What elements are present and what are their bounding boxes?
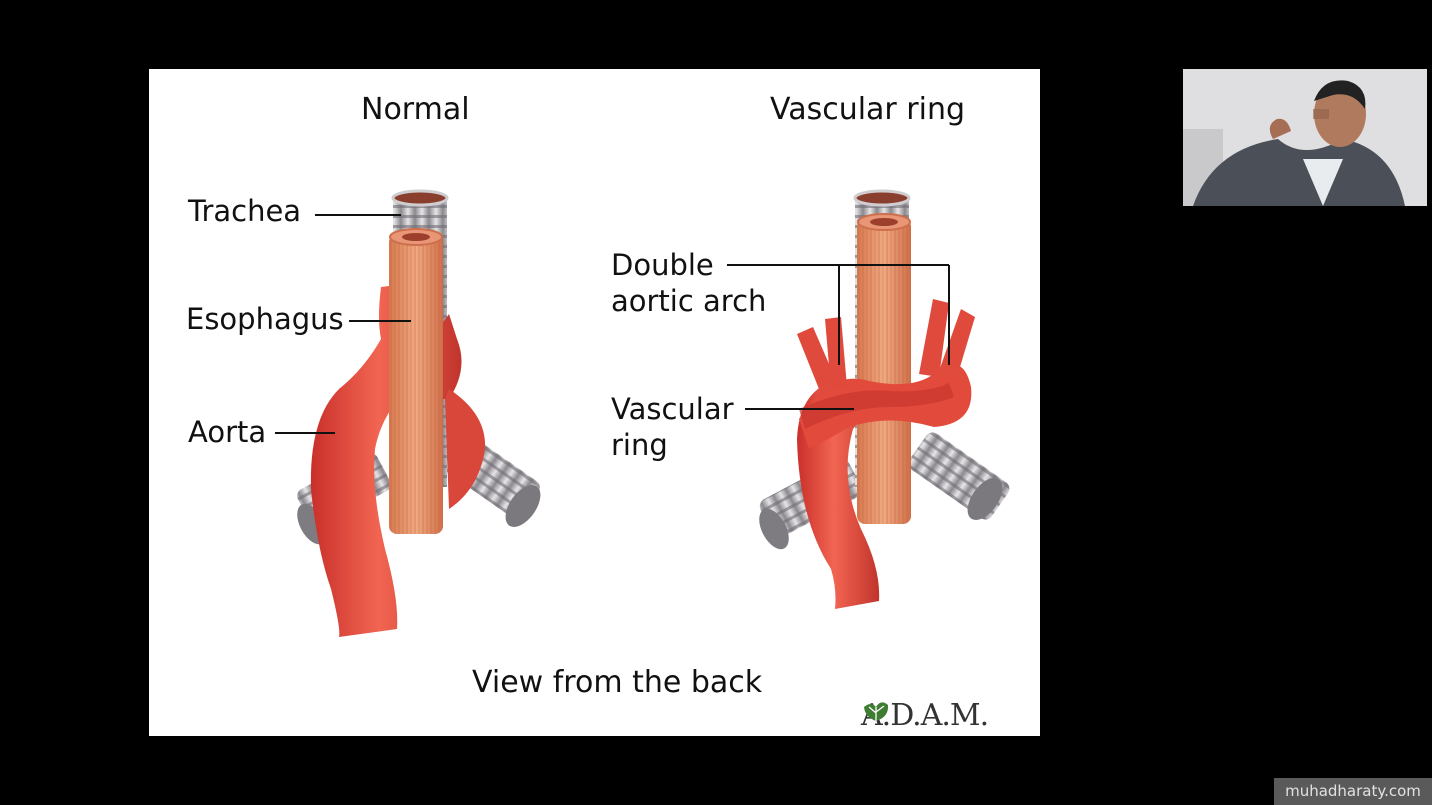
vascular-ring-anatomy <box>759 189 1010 609</box>
left-esophagus <box>389 228 443 534</box>
left-leader-lines <box>275 214 411 434</box>
normal-anatomy <box>297 189 541 637</box>
adam-logo: A.D.A.M. <box>861 697 989 733</box>
leaf-icon <box>864 702 889 721</box>
label-double-aortic-arch: Double aortic arch <box>611 248 767 318</box>
anatomy-illustration <box>275 189 1010 637</box>
label-aorta: Aorta <box>188 415 267 449</box>
heading-normal: Normal <box>361 92 470 127</box>
label-vascular-ring: Vascular ring <box>611 392 734 462</box>
right-leader-lines <box>727 264 950 410</box>
right-esophagus <box>857 213 911 524</box>
presenter-video-icon <box>1183 69 1427 206</box>
watermark: muhadharaty.com <box>1274 778 1432 805</box>
slide-canvas: Normal Vascular ring Trachea Esophagus A… <box>149 69 1040 736</box>
label-esophagus: Esophagus <box>186 302 344 336</box>
label-trachea: Trachea <box>188 194 302 228</box>
presenter-webcam-feed <box>1183 69 1427 206</box>
caption-view-from-back: View from the back <box>472 665 763 700</box>
left-aortic-arch-right <box>445 389 486 509</box>
heading-vascular-ring: Vascular ring <box>770 92 966 127</box>
